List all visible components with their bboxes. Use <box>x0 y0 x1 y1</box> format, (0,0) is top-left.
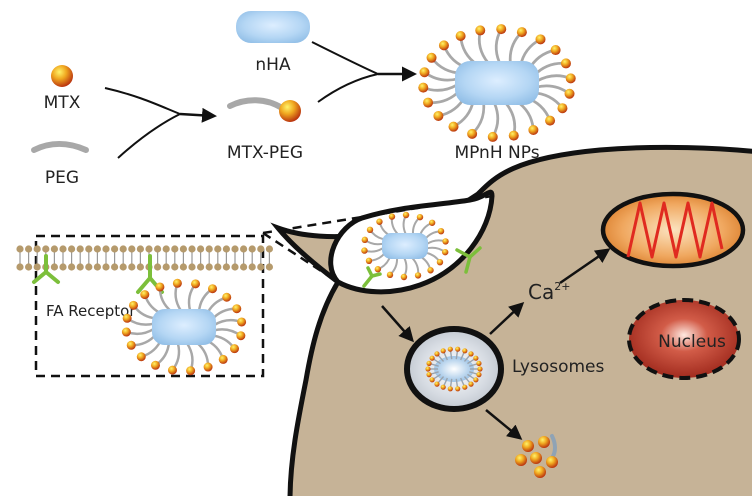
merge-arrow <box>179 107 217 123</box>
ca-label: Ca2+ <box>528 280 570 304</box>
mitochondrion-cristae <box>626 201 724 259</box>
zoom-box <box>34 234 265 378</box>
mtx-molecule <box>51 65 73 87</box>
fa-receptor-4 <box>362 266 382 288</box>
lipid-bilayer <box>16 245 273 271</box>
ca-release-arrow <box>489 301 525 335</box>
nha-particle <box>236 11 310 43</box>
mito-arrow <box>559 248 611 285</box>
mitochondrion <box>600 191 746 269</box>
nha-label: nHA <box>255 55 291 75</box>
peg-label: PEG <box>45 168 79 188</box>
degraded-particles <box>515 434 558 478</box>
nucleus <box>627 298 741 380</box>
mtx-label: MTX <box>44 93 81 113</box>
merge-arrow-bottom <box>117 113 181 159</box>
merge2-arrow-bottom <box>317 73 379 103</box>
lysosomes-label: Lysosomes <box>512 357 605 377</box>
mpnh-label: MPnH NPs <box>454 143 539 163</box>
merge2-arrow-top <box>311 41 379 75</box>
fa-receptor-1 <box>32 254 60 284</box>
merge-arrow-top <box>104 87 181 115</box>
zoom-line-top <box>262 194 493 235</box>
mpnh-np-pocket <box>361 211 449 281</box>
peg-chain <box>31 141 89 153</box>
fa-receptor-label: FA Receptor <box>46 302 136 320</box>
mtx-peg-chain <box>227 97 285 111</box>
endocytosis-arrow <box>381 305 414 343</box>
mtx-peg-head <box>279 100 301 122</box>
degradation-arrow <box>485 409 523 440</box>
mpnh-np-bound <box>121 278 247 376</box>
lysosome <box>404 326 504 412</box>
mpnh-np-large <box>418 24 576 142</box>
fa-receptor-3 <box>455 246 482 274</box>
mtx-peg-label: MTX-PEG <box>227 143 303 163</box>
nucleus-label: Nucleus <box>658 332 726 352</box>
